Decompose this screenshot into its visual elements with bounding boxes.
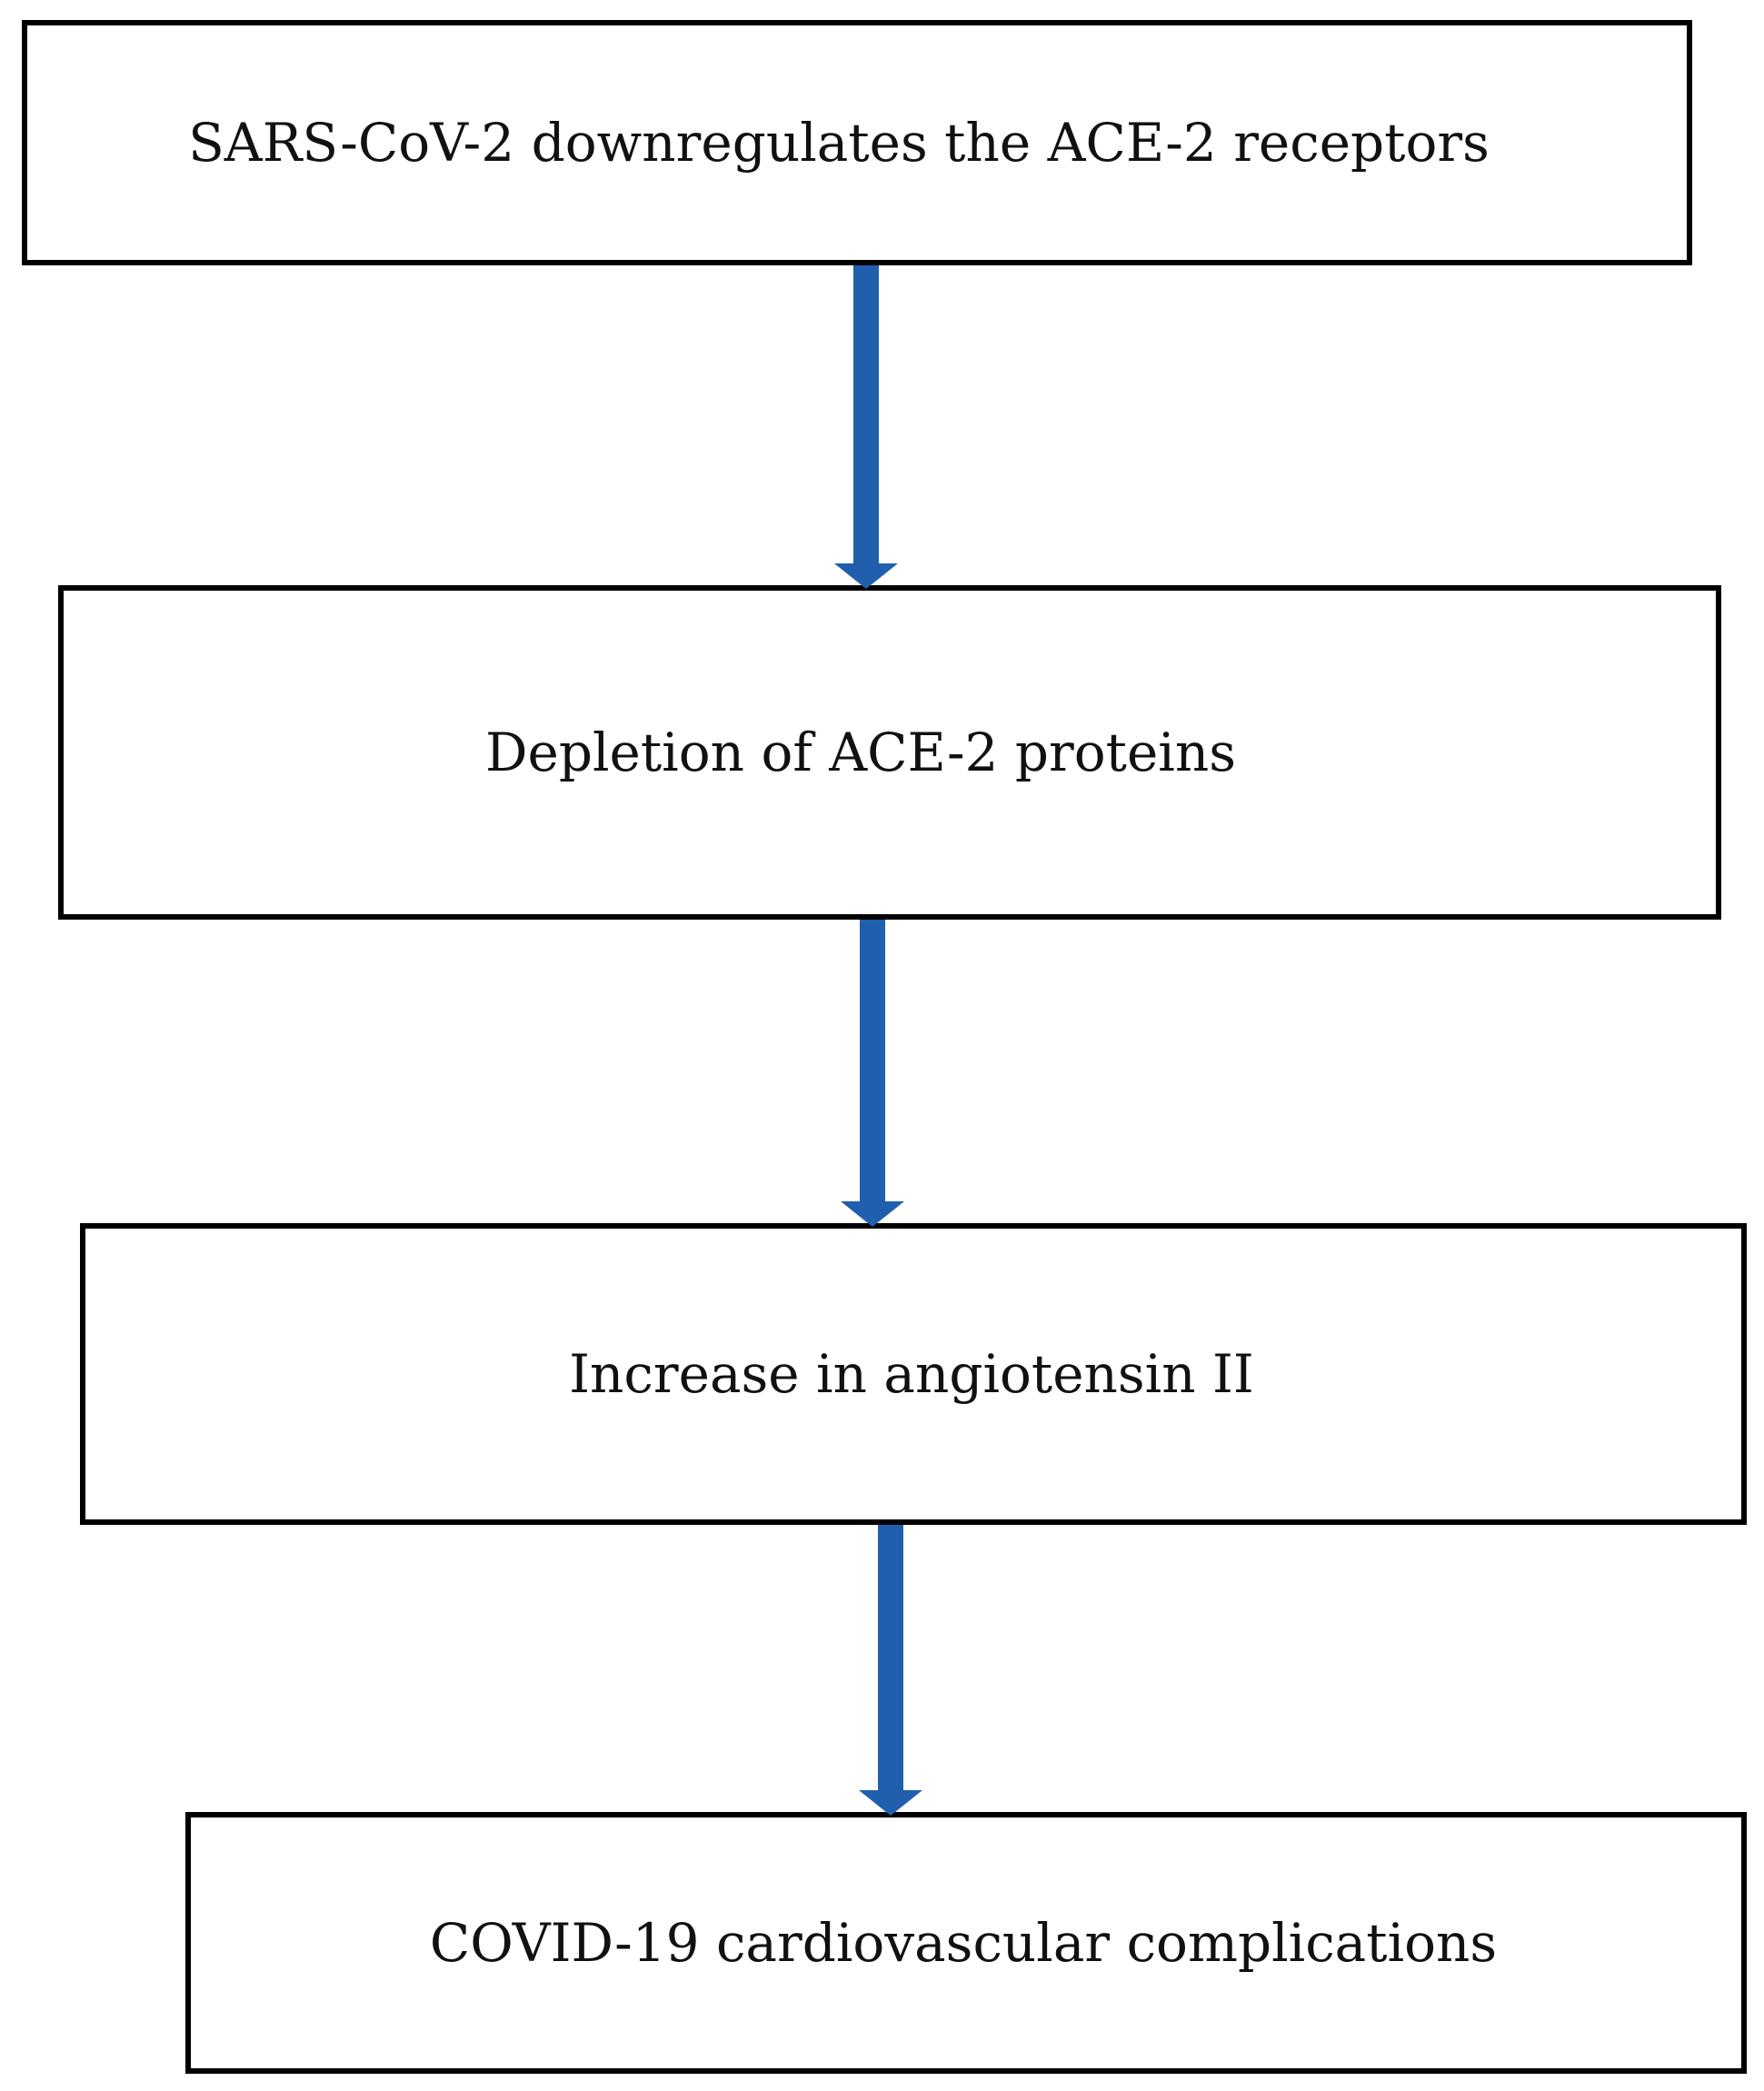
step-3-label: Increase in angiotensin II — [569, 1343, 1254, 1405]
step-2-label: Depletion of ACE-2 proteins — [485, 722, 1236, 783]
arrow-step-1-to-2 — [834, 265, 898, 589]
arrow-step-2-to-3 — [841, 920, 904, 1227]
step-4-label: COVID-19 cardiovascular complications — [429, 1912, 1498, 1974]
step-3-box: Increase in angiotensin II — [80, 1223, 1747, 1525]
step-1-box: SARS-CoV-2 downregulates the ACE-2 recep… — [22, 20, 1692, 265]
step-2-box: Depletion of ACE-2 proteins — [58, 585, 1721, 920]
step-4-box: COVID-19 cardiovascular complications — [185, 1812, 1747, 2074]
step-1-label: SARS-CoV-2 downregulates the ACE-2 recep… — [188, 112, 1490, 174]
arrow-step-3-to-4 — [859, 1525, 922, 1816]
